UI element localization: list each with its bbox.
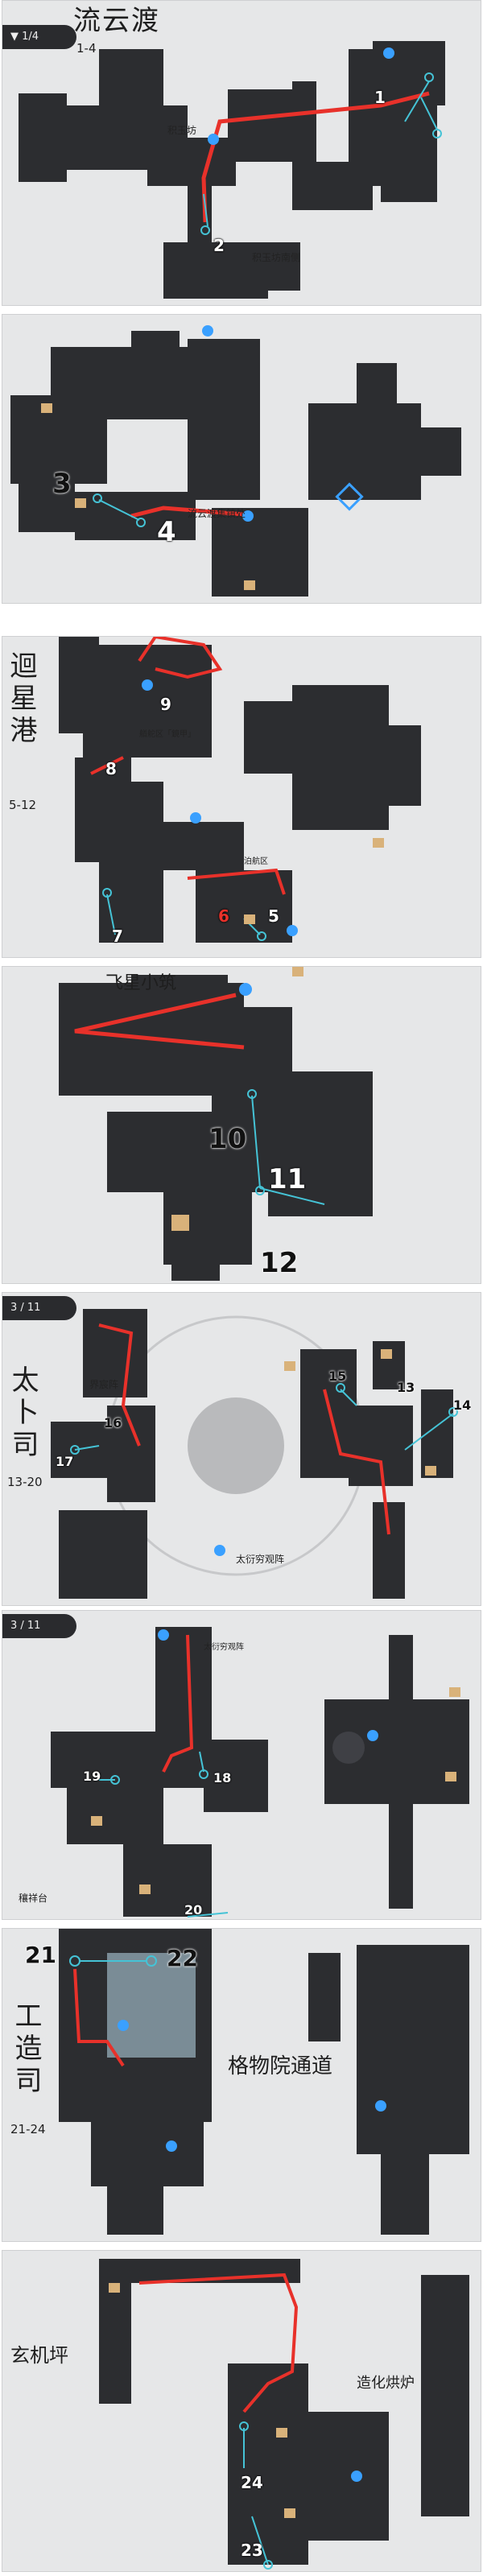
map-label: 艏舵区「鏡甲」 — [139, 730, 196, 739]
treasure-chest-icon[interactable] — [171, 967, 303, 1231]
map-canvas — [51, 1627, 469, 1918]
map-panel-feixing: 飞星小筑 10 11 12 — [2, 966, 481, 1284]
map-canvas — [19, 41, 445, 299]
floor-selector[interactable]: 3 / 11 — [2, 1296, 76, 1320]
point-number: 5 — [268, 906, 279, 926]
point-number: 15 — [328, 1368, 347, 1384]
teleport-anchor-icon[interactable] — [214, 1545, 225, 1556]
map-label: 穰祥台 — [19, 1893, 48, 1904]
teleport-anchor-icon[interactable] — [118, 2020, 386, 2152]
space-anchor-icon[interactable] — [335, 482, 364, 511]
point-number: 3 — [52, 468, 72, 500]
treasure-chest-icon[interactable] — [284, 1349, 436, 1476]
teleport-anchor-icon[interactable] — [202, 325, 254, 522]
map-label: 玄机坪 — [10, 2344, 68, 2367]
area-title: 迴星港 — [5, 651, 37, 748]
point-range: 21-24 — [10, 2122, 46, 2136]
map-label: 飞星小筑 — [105, 973, 177, 993]
map-panel-xuanjiping: 玄机坪 造化烘炉 24 23 — [2, 2250, 481, 2572]
floor-selector[interactable]: ▼ 1/4 — [2, 25, 76, 49]
map-canvas — [59, 1929, 469, 2235]
floor-selector[interactable]: 3 / 11 — [2, 1614, 76, 1638]
map-label: 流云渡集镇处 — [188, 508, 246, 519]
map-label: 格物院通道 — [228, 2054, 333, 2079]
map-panel-liuyundu-2: 流云渡集镇处 3 4 — [2, 314, 481, 604]
point-number: 6 — [218, 906, 229, 926]
point-number: 20 — [184, 1902, 203, 1918]
treasure-chest-icon[interactable] — [109, 2283, 295, 2518]
treasure-chest-icon[interactable] — [41, 403, 255, 590]
treasure-chest-icon[interactable] — [91, 1687, 460, 1894]
point-number: 9 — [160, 695, 171, 714]
point-number: 22 — [167, 1945, 198, 1971]
map-canvas — [59, 967, 373, 1281]
teleport-anchor-icon[interactable] — [158, 1629, 378, 1741]
map-panel-liuyundu: ▼ 1/4 流云渡 1-4 积玉坊 积玉坊南侧 1 2 — [2, 0, 481, 306]
point-number: 13 — [397, 1380, 415, 1395]
map-panel-gongzaosi: 21 22 工造司 21-24 格物院通道 — [2, 1928, 481, 2242]
point-number: 16 — [104, 1415, 122, 1430]
map-label: 积玉坊 — [167, 125, 197, 136]
map-canvas — [59, 637, 421, 943]
teleport-anchor-icon[interactable] — [142, 679, 298, 936]
point-number: 7 — [112, 927, 123, 946]
point-number: 11 — [268, 1163, 307, 1195]
map-label: 太衍穷观阵 — [236, 1554, 285, 1565]
area-title: 流云渡 — [73, 5, 160, 37]
teleport-anchor-icon[interactable] — [351, 2471, 362, 2482]
map-label: 造化烘炉 — [357, 2375, 415, 2392]
point-number: 23 — [241, 2541, 263, 2560]
map-panel-taibusi: 3 / 11 太卜司 13-20 界宸阵 太衍穷观阵 16 17 15 13 1… — [2, 1292, 481, 1606]
map-label: 太衍穷观阵 — [204, 1643, 244, 1652]
point-number: 18 — [213, 1770, 232, 1785]
map-canvas — [99, 2259, 469, 2570]
point-number: 21 — [25, 1942, 56, 1968]
point-number: 2 — [213, 236, 225, 255]
point-number: 14 — [453, 1397, 472, 1413]
point-number: 24 — [241, 2473, 263, 2492]
point-range: 5-12 — [9, 798, 37, 812]
map-canvas — [51, 1309, 458, 1599]
point-range: 13-20 — [7, 1475, 43, 1489]
point-number: 10 — [208, 1123, 247, 1155]
area-title: 工造司 — [10, 2001, 42, 2098]
map-canvas — [10, 325, 461, 597]
area-title: 太卜司 — [6, 1365, 39, 1462]
map-label: 界宸阵 — [89, 1379, 119, 1390]
point-range: 1-4 — [76, 41, 97, 56]
map-label: 积玉坊南侧 — [252, 252, 301, 263]
map-panel-taibusi-2: 3 / 11 太衍穷观阵 穰祥台 19 18 20 — [2, 1610, 481, 1920]
point-number: 8 — [105, 759, 117, 778]
treasure-chest-icon[interactable] — [244, 838, 384, 924]
map-panel-huixinggang: 迴星港 5-12 艏舵区「鏡甲」 泊航区 9 8 7 6 5 — [2, 636, 481, 958]
point-number: 17 — [56, 1454, 74, 1469]
map-label: 泊航区 — [244, 857, 268, 866]
teleport-anchor-icon[interactable] — [208, 47, 394, 145]
point-number: 19 — [83, 1769, 101, 1784]
point-number: 4 — [157, 516, 176, 548]
point-number: 12 — [260, 1247, 299, 1279]
teleport-anchor-icon[interactable] — [239, 983, 252, 996]
point-number: 1 — [374, 88, 386, 107]
